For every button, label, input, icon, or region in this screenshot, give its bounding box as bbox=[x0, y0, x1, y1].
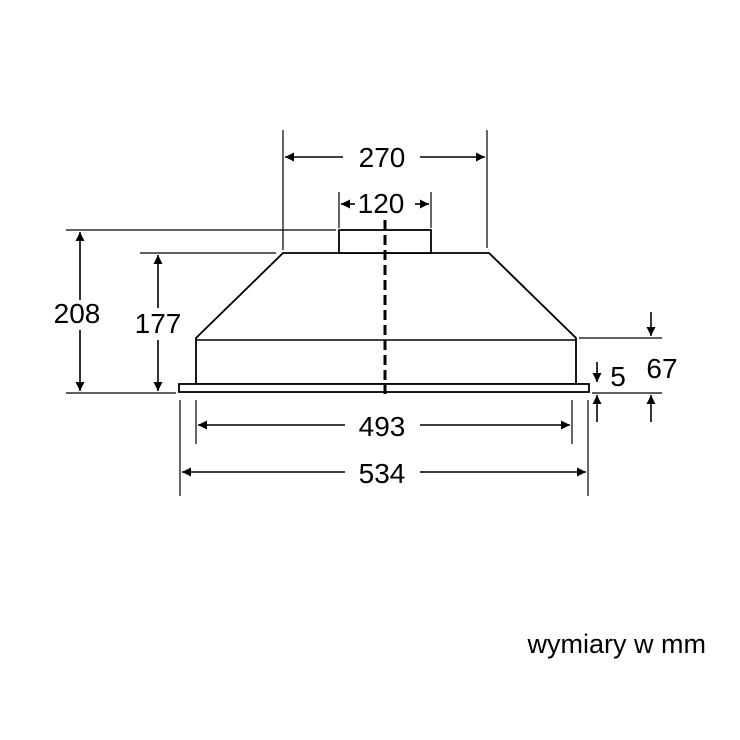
dim-outlet-diameter-label: 120 bbox=[358, 188, 405, 219]
dim-body-width-label: 493 bbox=[359, 411, 406, 442]
dim-top-width-label: 270 bbox=[359, 142, 406, 173]
dim-top-width: 270 bbox=[285, 142, 485, 173]
dim-total-width: 534 bbox=[182, 458, 586, 489]
dim-body-width: 493 bbox=[198, 411, 570, 442]
dim-side-height: 67 bbox=[646, 312, 678, 422]
dim-outlet-diameter: 120 bbox=[341, 188, 429, 219]
dim-side-height-label: 67 bbox=[646, 353, 677, 384]
dim-body-height: 177 bbox=[135, 255, 182, 391]
dim-flange-thickness: 5 bbox=[592, 361, 626, 422]
dim-total-width-label: 534 bbox=[359, 458, 406, 489]
units-note: wymiary w mm bbox=[527, 629, 706, 659]
extension-lines bbox=[66, 130, 662, 496]
dim-total-height-label: 208 bbox=[54, 298, 101, 329]
dim-flange-thickness-label: 5 bbox=[610, 361, 626, 392]
dim-total-height: 208 bbox=[54, 232, 101, 391]
dim-body-height-label: 177 bbox=[135, 308, 182, 339]
